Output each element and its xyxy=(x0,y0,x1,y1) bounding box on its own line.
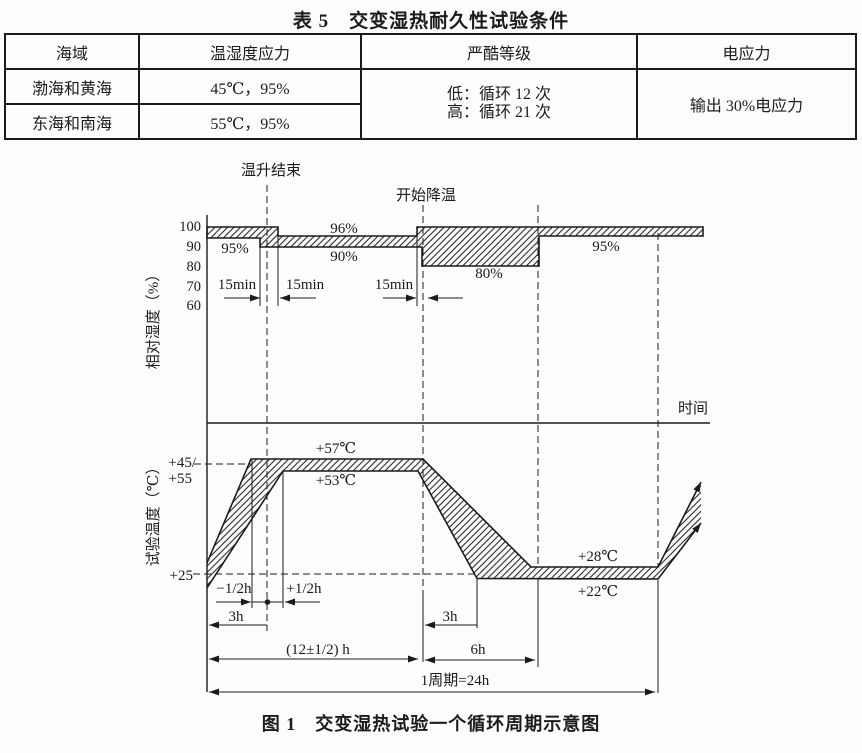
cell-stress-2: 55℃，95% xyxy=(138,103,362,140)
annotation-temp-rise-end: 温升结束 xyxy=(241,162,301,179)
humidity-axis-label: 相对湿度（%） xyxy=(145,267,162,370)
label-15min-3: 15min xyxy=(375,277,414,293)
label-minus-half-hour: −1/2h xyxy=(216,581,252,597)
cell-electric-stress: 输出 30%电应力 xyxy=(636,68,857,140)
severity-table: 海域 温湿度应力 严酷等级 电应力 渤海和黄海 45℃，95% 低：循环 12 … xyxy=(4,33,857,140)
temperature-axis-label: 试验温度（℃） xyxy=(145,460,162,567)
label-24h-cycle: 1周期=24h xyxy=(421,672,490,689)
humidity-tick-70: 70 xyxy=(187,279,202,295)
header-temp-humidity-stress: 温湿度应力 xyxy=(138,33,362,70)
label-28C: +28℃ xyxy=(578,549,618,565)
humidity-seg1-label: 95% xyxy=(221,241,249,257)
table-header-row: 海域 温湿度应力 严酷等级 电应力 xyxy=(4,33,857,70)
label-plus-half-hour: +1/2h xyxy=(286,581,322,597)
severity-low: 低：循环 12 次 xyxy=(446,85,551,103)
cell-sea-area-1: 渤海和黄海 xyxy=(4,68,140,105)
label-3h-rise: 3h xyxy=(229,609,245,625)
humidity-band xyxy=(206,226,704,267)
figure-caption: 图 1 交变湿热试验一个循环周期示意图 xyxy=(261,714,601,734)
label-53C: +53℃ xyxy=(316,473,356,489)
dimension-extension-lines xyxy=(251,236,659,693)
humidity-tick-100: 100 xyxy=(179,219,201,235)
header-sea-area: 海域 xyxy=(4,33,140,70)
humidity-tick-60: 60 xyxy=(187,298,202,314)
label-15min-2: 15min xyxy=(286,277,325,293)
severity-high: 高：循环 21 次 xyxy=(446,104,551,121)
cell-sea-area-2: 东海和南海 xyxy=(4,103,140,140)
label-3h-fall: 3h xyxy=(443,609,459,625)
nominal-3h-dot xyxy=(264,599,271,605)
dashed-reference-lines xyxy=(266,185,659,631)
cycle-diagram: 100 90 80 70 60 相对湿度（%） 温升结束 开始降温 95% 96… xyxy=(145,162,710,696)
temperature-lower-limit xyxy=(206,470,702,589)
humidity-seg3-label: 80% xyxy=(475,266,503,282)
temperature-tick-25: +25 xyxy=(170,568,193,584)
temperature-tick-45: +45/ xyxy=(168,455,196,471)
annotation-cooling-start: 开始降温 xyxy=(396,187,456,204)
humidity-seg4-label: 95% xyxy=(592,239,620,255)
temperature-band xyxy=(207,459,701,588)
label-12h-hold: (12±1/2) h xyxy=(286,642,350,658)
humidity-tick-90: 90 xyxy=(187,239,202,255)
time-axis-label: 时间 xyxy=(678,400,708,417)
table-row: 渤海和黄海 45℃，95% 低：循环 12 次 高：循环 21 次 输出 30%… xyxy=(4,68,857,140)
label-15min-1: 15min xyxy=(218,277,257,293)
cell-stress-1: 45℃，95% xyxy=(138,68,362,105)
table-title: 表 5 交变湿热耐久性试验条件 xyxy=(292,11,570,32)
humidity-seg2-top-label: 96% xyxy=(330,221,358,237)
label-6h-low: 6h xyxy=(471,642,487,658)
humidity-seg2-bottom-label: 90% xyxy=(330,249,358,265)
cell-severity: 低：循环 12 次 高：循环 21 次 xyxy=(360,68,638,140)
table-row: 东海和南海 55℃，95% xyxy=(4,103,856,140)
label-22C: +22℃ xyxy=(578,584,618,600)
humidity-tick-80: 80 xyxy=(187,259,202,275)
header-electric-stress: 电应力 xyxy=(636,33,857,70)
half-hour-tolerance-dimension xyxy=(216,598,320,606)
temperature-tick-55: +55 xyxy=(169,471,192,487)
temperature-upper-limit xyxy=(206,458,702,568)
label-57C: +57℃ xyxy=(316,441,356,457)
header-severity-level: 严酷等级 xyxy=(360,33,638,70)
